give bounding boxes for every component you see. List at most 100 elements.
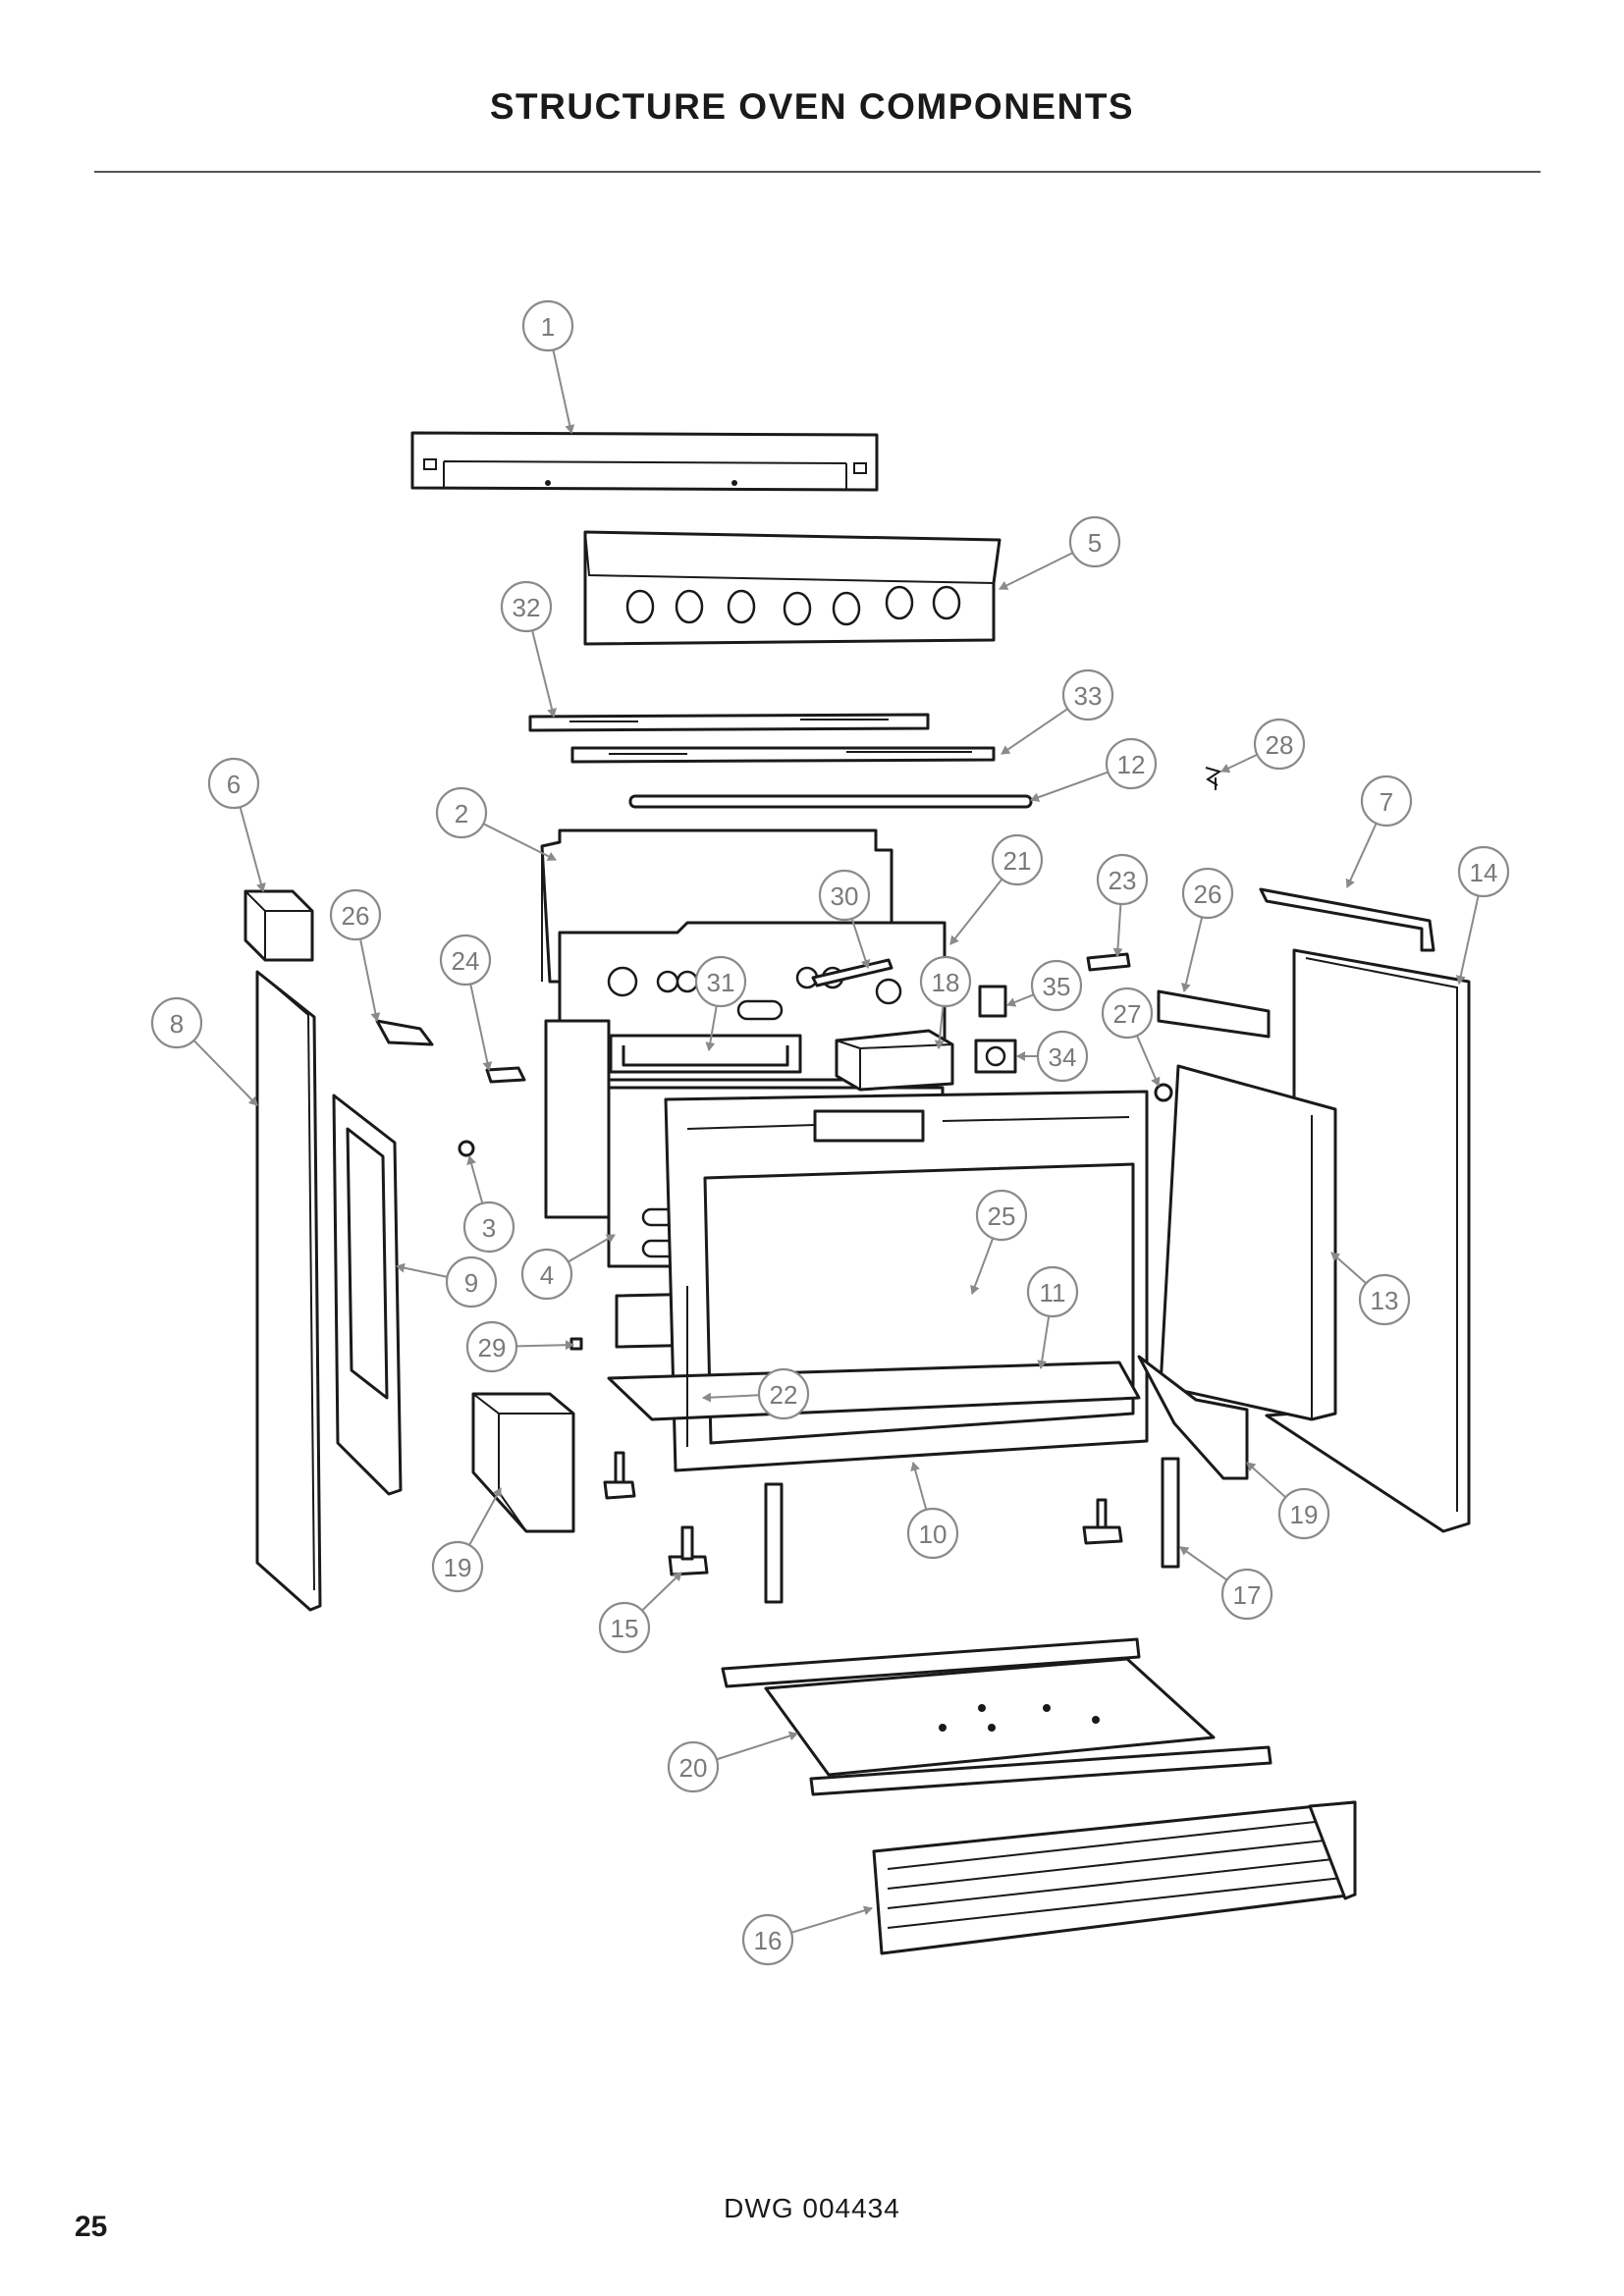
callout-24: 24	[439, 934, 492, 987]
part-19-bracket-right	[1137, 1355, 1249, 1480]
leader-line-16	[790, 1905, 873, 1934]
callout-number: 28	[1266, 730, 1294, 760]
part-7-top-rail	[1259, 887, 1435, 952]
callout-10: 10	[906, 1507, 959, 1560]
leader-line-32	[531, 630, 557, 718]
leader-line-4	[568, 1234, 616, 1263]
callout-19: 19	[431, 1540, 484, 1593]
callout-11: 11	[1026, 1265, 1079, 1318]
part-26-bracket-left	[375, 1019, 434, 1046]
callout-21: 21	[991, 833, 1044, 886]
callout-number: 27	[1113, 999, 1142, 1029]
callout-19: 19	[1277, 1487, 1330, 1540]
part-27-knob	[1154, 1083, 1173, 1102]
callout-22: 22	[757, 1367, 810, 1420]
callout-number: 2	[455, 799, 468, 828]
leader-line-7	[1345, 823, 1378, 888]
leader-line-17	[1179, 1546, 1228, 1581]
leader-line-33	[1001, 708, 1068, 755]
leader-line-18	[934, 1005, 945, 1049]
callout-number: 3	[482, 1213, 496, 1243]
callout-number: 21	[1003, 846, 1032, 876]
part-8-left-side-panel	[255, 970, 322, 1612]
leader-line-14	[1455, 895, 1480, 985]
part-26-bracket-right	[1157, 989, 1271, 1039]
leader-line-11	[1037, 1315, 1051, 1369]
leader-line-19	[468, 1487, 502, 1546]
callout-number: 8	[170, 1009, 184, 1039]
callout-25: 25	[975, 1189, 1028, 1242]
part-12-rod	[628, 794, 1033, 809]
callout-number: 18	[932, 968, 960, 997]
part-16-kick-plate	[872, 1800, 1357, 1955]
part-32-bracket	[528, 713, 930, 732]
callout-number: 15	[611, 1614, 639, 1643]
part-15-hinge	[603, 1451, 709, 1576]
part-3-knob	[458, 1140, 475, 1157]
part-34-bracket	[974, 1039, 1017, 1074]
leader-line-28	[1220, 753, 1258, 774]
leader-line-27	[1136, 1035, 1161, 1087]
callout-33: 33	[1061, 668, 1114, 721]
callout-number: 10	[919, 1520, 947, 1549]
leader-line-6	[239, 806, 266, 892]
leader-line-35	[1006, 993, 1035, 1007]
callout-number: 25	[988, 1201, 1016, 1231]
leader-line-24	[469, 984, 493, 1071]
leader-line-26	[359, 938, 381, 1022]
callout-20: 20	[667, 1740, 720, 1793]
callout-34: 34	[1036, 1030, 1089, 1083]
part-13-panel	[1159, 1064, 1337, 1421]
leader-line-19	[1246, 1462, 1287, 1499]
leader-line-29	[515, 1340, 574, 1351]
callout-2: 2	[435, 786, 488, 839]
callout-number: 17	[1233, 1580, 1262, 1610]
callout-number: 31	[707, 968, 735, 997]
callout-number: 1	[541, 312, 555, 342]
page-number: 25	[75, 2211, 108, 2243]
callout-5: 5	[1068, 515, 1121, 568]
callout-number: 30	[831, 881, 859, 911]
callout-1: 1	[521, 299, 574, 352]
callout-leaders	[192, 349, 1480, 1934]
callout-6: 6	[207, 757, 260, 810]
leader-line-26	[1181, 917, 1204, 992]
callout-26: 26	[329, 888, 382, 941]
callout-number: 11	[1040, 1278, 1066, 1308]
callout-27: 27	[1101, 987, 1154, 1040]
leader-line-3	[466, 1155, 484, 1204]
leader-line-2	[482, 823, 557, 861]
callout-30: 30	[818, 869, 871, 922]
callout-number: 24	[452, 946, 480, 976]
part-11-bottom-tray	[607, 1361, 1141, 1421]
callout-number: 5	[1088, 528, 1102, 558]
callout-9: 9	[445, 1255, 498, 1308]
callout-number: 32	[513, 593, 541, 622]
part-35-plate	[978, 985, 1007, 1018]
leader-line-10	[910, 1462, 928, 1511]
callout-number: 19	[444, 1553, 472, 1582]
leader-line-22	[702, 1392, 760, 1403]
part-6-bracket-box	[244, 889, 314, 962]
callout-number: 4	[540, 1260, 554, 1290]
callout-number: 16	[754, 1926, 783, 1955]
callout-number: 7	[1380, 787, 1393, 817]
callout-23: 23	[1096, 853, 1149, 906]
callout-number: 9	[464, 1268, 478, 1298]
callout-number: 34	[1049, 1042, 1077, 1072]
page-title: STRUCTURE OVEN COMPONENTS	[489, 86, 1135, 127]
callout-31: 31	[694, 955, 747, 1008]
part-1-top-trim	[410, 431, 879, 492]
callout-8: 8	[150, 996, 203, 1049]
callout-number: 23	[1109, 866, 1137, 895]
callout-number: 26	[1194, 880, 1222, 909]
drawing-number: DWG 004434	[724, 2193, 900, 2223]
parts-drawing	[244, 431, 1471, 1955]
callout-15: 15	[598, 1601, 651, 1654]
callout-number: 20	[679, 1753, 708, 1783]
callout-number: 19	[1290, 1500, 1319, 1529]
callout-17: 17	[1220, 1568, 1273, 1621]
part-31-bracket	[609, 1034, 802, 1074]
callout-number: 33	[1074, 681, 1103, 711]
